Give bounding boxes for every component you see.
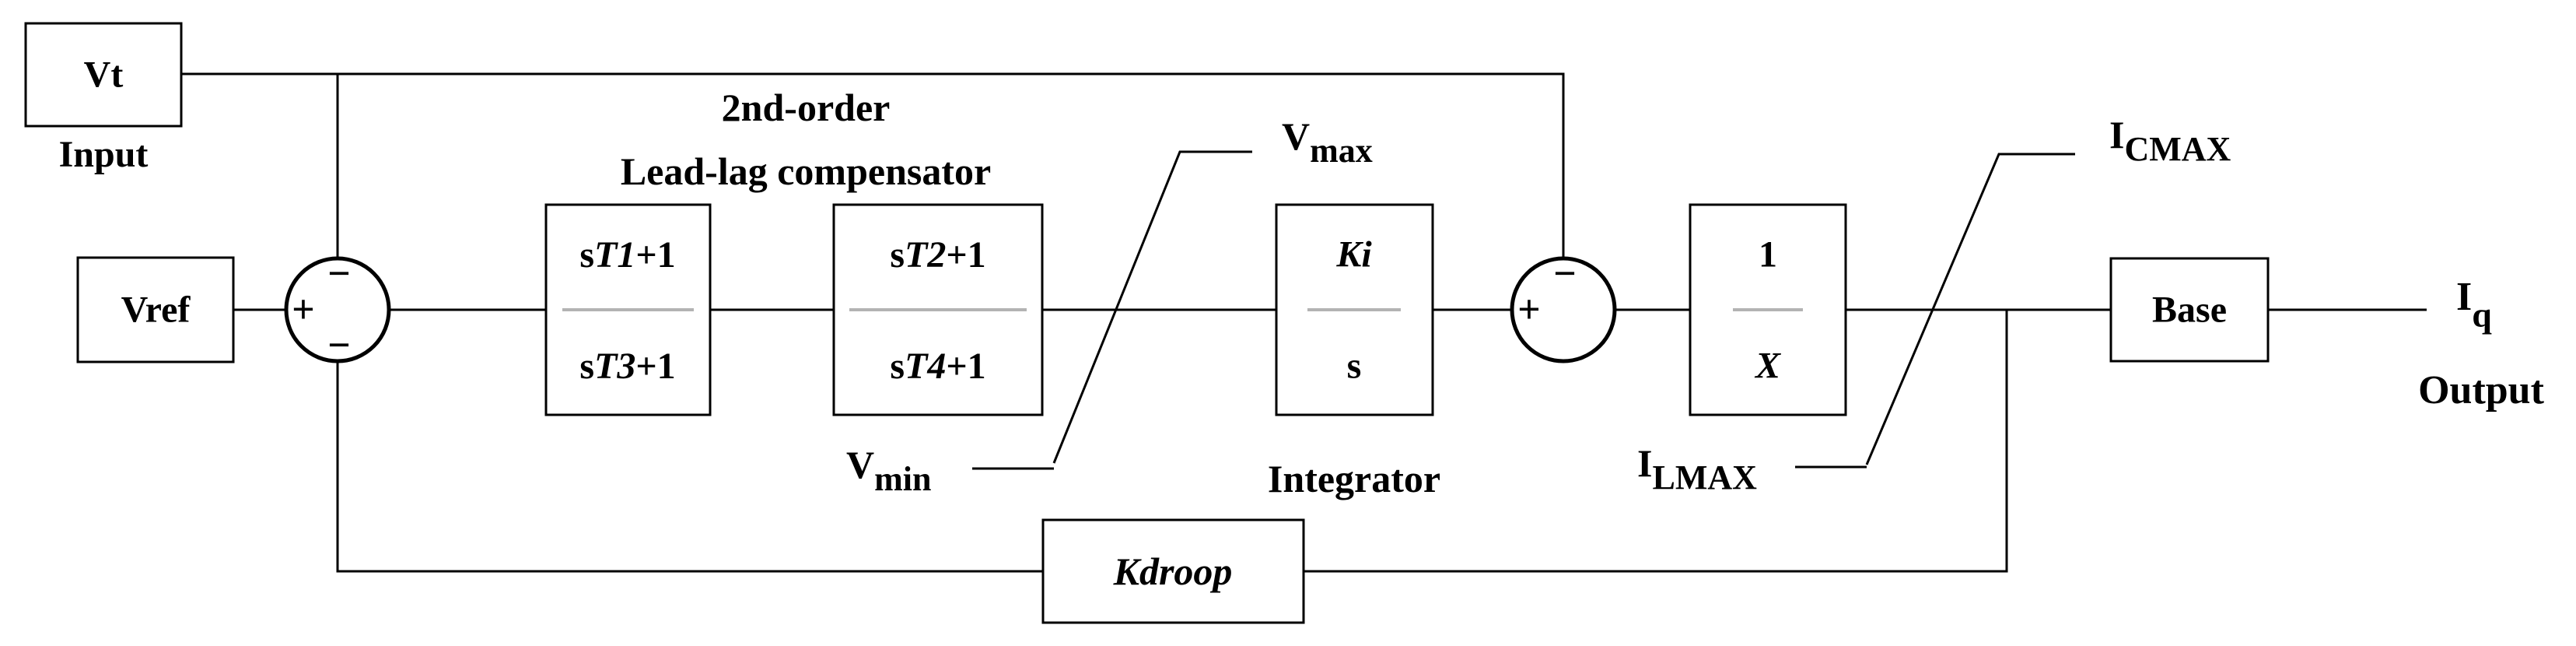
summing-junction-1: + − −	[284, 252, 391, 368]
icmax-label: ICMAX	[2109, 113, 2231, 168]
reactance-denominator: X	[1754, 346, 1781, 387]
kdroop-label: Kdroop	[1113, 549, 1233, 593]
integrator-denominator: s	[1347, 346, 1362, 387]
compensator-caption-line1: 2nd-order	[722, 86, 891, 129]
leadlag1-numerator: sT1+1	[579, 234, 675, 276]
leadlag1-denominator: sT3+1	[579, 346, 675, 387]
sum1-plus-sign: +	[292, 288, 315, 332]
integrator-block: Ki s	[1275, 203, 1434, 416]
base-block: Base	[2109, 257, 2270, 363]
input-label: Input	[59, 134, 149, 175]
vt-feed-wire	[181, 72, 1565, 272]
integrator-label: Integrator	[1268, 457, 1440, 500]
vmax-label: Vmax	[1282, 114, 1373, 170]
summing-junction-2: + −	[1510, 252, 1617, 363]
output-label: Output	[2418, 368, 2545, 413]
ilmax-label: ILMAX	[1637, 441, 1757, 497]
vref-label: Vref	[121, 290, 191, 331]
leadlag-block-1: sT1+1 sT3+1	[544, 203, 712, 416]
reactance-numerator: 1	[1759, 234, 1777, 276]
icmax-limit-line	[1865, 153, 2075, 465]
leadlag2-numerator: sT2+1	[890, 234, 985, 276]
vt-block: Vt	[24, 22, 183, 128]
vmin-label: Vmin	[846, 443, 931, 498]
signal-wires	[181, 72, 2427, 573]
sum2-plus-sign: +	[1517, 288, 1541, 332]
vt-label: Vt	[84, 54, 124, 96]
iq-label: Iq	[2456, 275, 2492, 335]
sum1-minus-bottom-sign: −	[327, 324, 351, 368]
integrator-numerator: Ki	[1335, 234, 1372, 276]
vref-block: Vref	[76, 256, 235, 363]
droop-feedback-wire-left	[336, 347, 1043, 573]
leadlag-block-2: sT2+1 sT4+1	[832, 203, 1044, 416]
compensator-caption-line2: Lead-lag compensator	[621, 149, 991, 193]
kdroop-block: Kdroop	[1041, 518, 1305, 624]
droop-feedback-wire-right	[1304, 310, 2008, 573]
base-label: Base	[2152, 290, 2227, 331]
reactance-block: 1 X	[1689, 203, 1847, 416]
sum1-minus-top-sign: −	[327, 252, 351, 297]
leadlag2-denominator: sT4+1	[890, 346, 985, 387]
vmax-limit-line	[1052, 150, 1252, 464]
sum2-minus-top-sign: −	[1553, 252, 1577, 297]
